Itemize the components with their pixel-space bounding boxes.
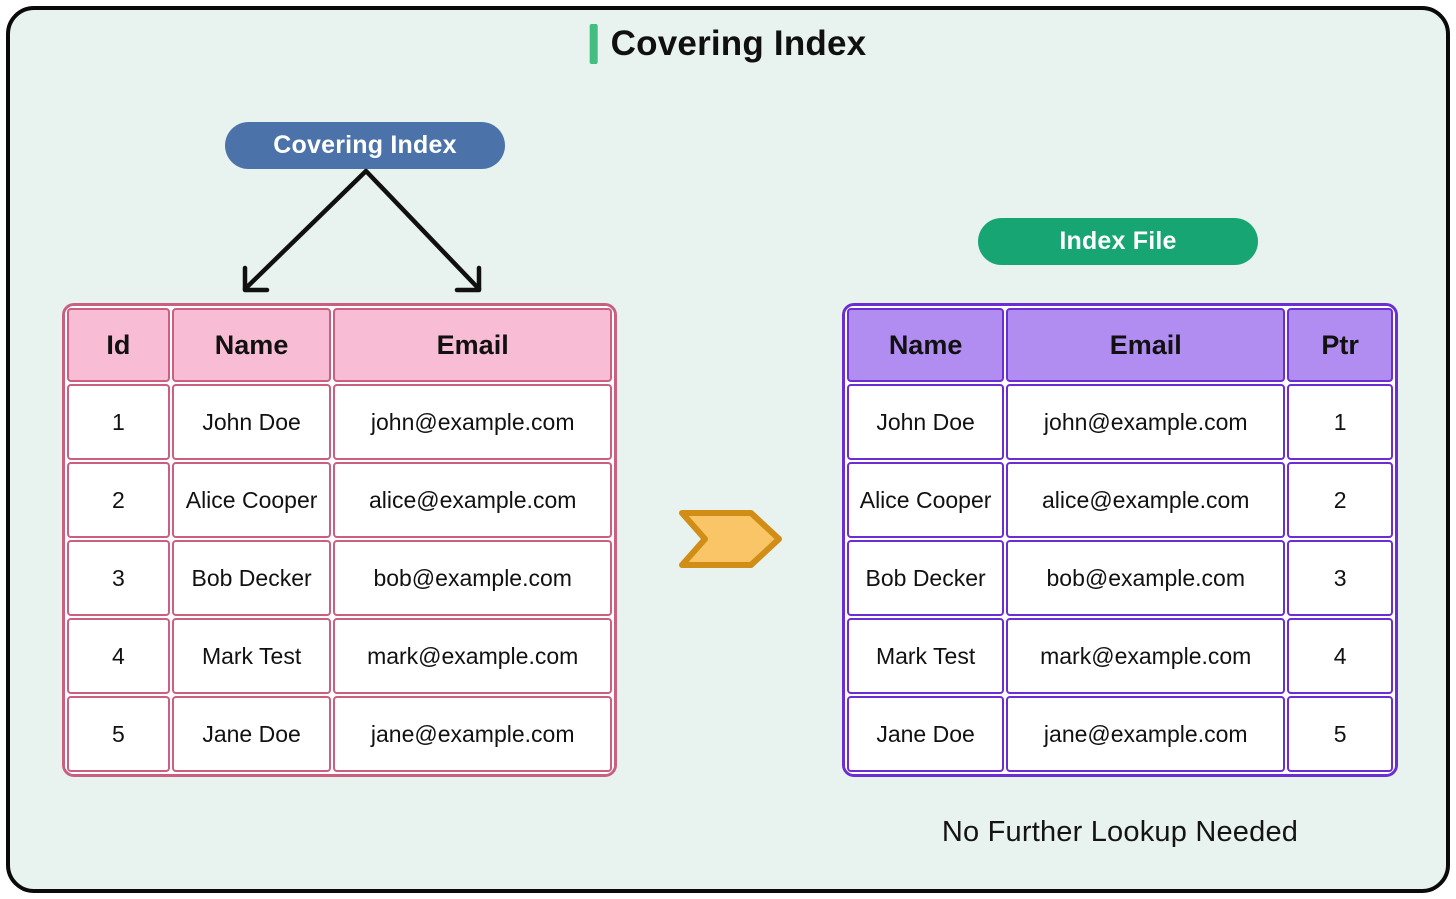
table-cell: Alice Cooper (847, 462, 1005, 538)
table-cell: 5 (1287, 696, 1393, 772)
table-cell: jane@example.com (333, 696, 612, 772)
table-cell: Jane Doe (171, 696, 332, 772)
table-cell: John Doe (847, 384, 1005, 460)
table-cell: Jane Doe (847, 696, 1005, 772)
table-cell: 2 (67, 462, 170, 538)
table-cell: 1 (67, 384, 170, 460)
table-cell: mark@example.com (333, 618, 612, 694)
table-cell: jane@example.com (1006, 696, 1286, 772)
table-cell: 3 (67, 540, 170, 616)
table-cell: alice@example.com (333, 462, 612, 538)
table-cell: john@example.com (1006, 384, 1286, 460)
covering-index-badge: Covering Index (225, 122, 505, 169)
table-cell: 3 (1287, 540, 1393, 616)
column-header: Name (847, 308, 1005, 382)
table-cell: 2 (1287, 462, 1393, 538)
table-cell: 4 (67, 618, 170, 694)
covering-index-badge-label: Covering Index (273, 131, 457, 159)
table-cell: 4 (1287, 618, 1393, 694)
table-cell: Alice Cooper (171, 462, 332, 538)
table-cell: mark@example.com (1006, 618, 1286, 694)
table-cell: Bob Decker (847, 540, 1005, 616)
table-cell: Bob Decker (171, 540, 332, 616)
table-cell: 5 (67, 696, 170, 772)
page-title-text: Covering Index (610, 24, 867, 63)
column-header: Name (171, 308, 332, 382)
column-header: Id (67, 308, 170, 382)
column-header: Email (1006, 308, 1286, 382)
table-cell: john@example.com (333, 384, 612, 460)
index-file-badge: Index File (978, 218, 1258, 265)
title-accent-bar (589, 24, 598, 64)
footnote-text: No Further Lookup Needed (941, 816, 1299, 848)
table-cell: alice@example.com (1006, 462, 1286, 538)
table-cell: Mark Test (847, 618, 1005, 694)
table-cell: John Doe (171, 384, 332, 460)
table-cell: Mark Test (171, 618, 332, 694)
index-file-badge-label: Index File (1059, 227, 1177, 255)
table-cell: bob@example.com (333, 540, 612, 616)
table-cell: bob@example.com (1006, 540, 1286, 616)
column-header: Email (333, 308, 612, 382)
page-title: Covering Index (589, 24, 867, 64)
table-cell: 1 (1287, 384, 1393, 460)
column-header: Ptr (1287, 308, 1393, 382)
